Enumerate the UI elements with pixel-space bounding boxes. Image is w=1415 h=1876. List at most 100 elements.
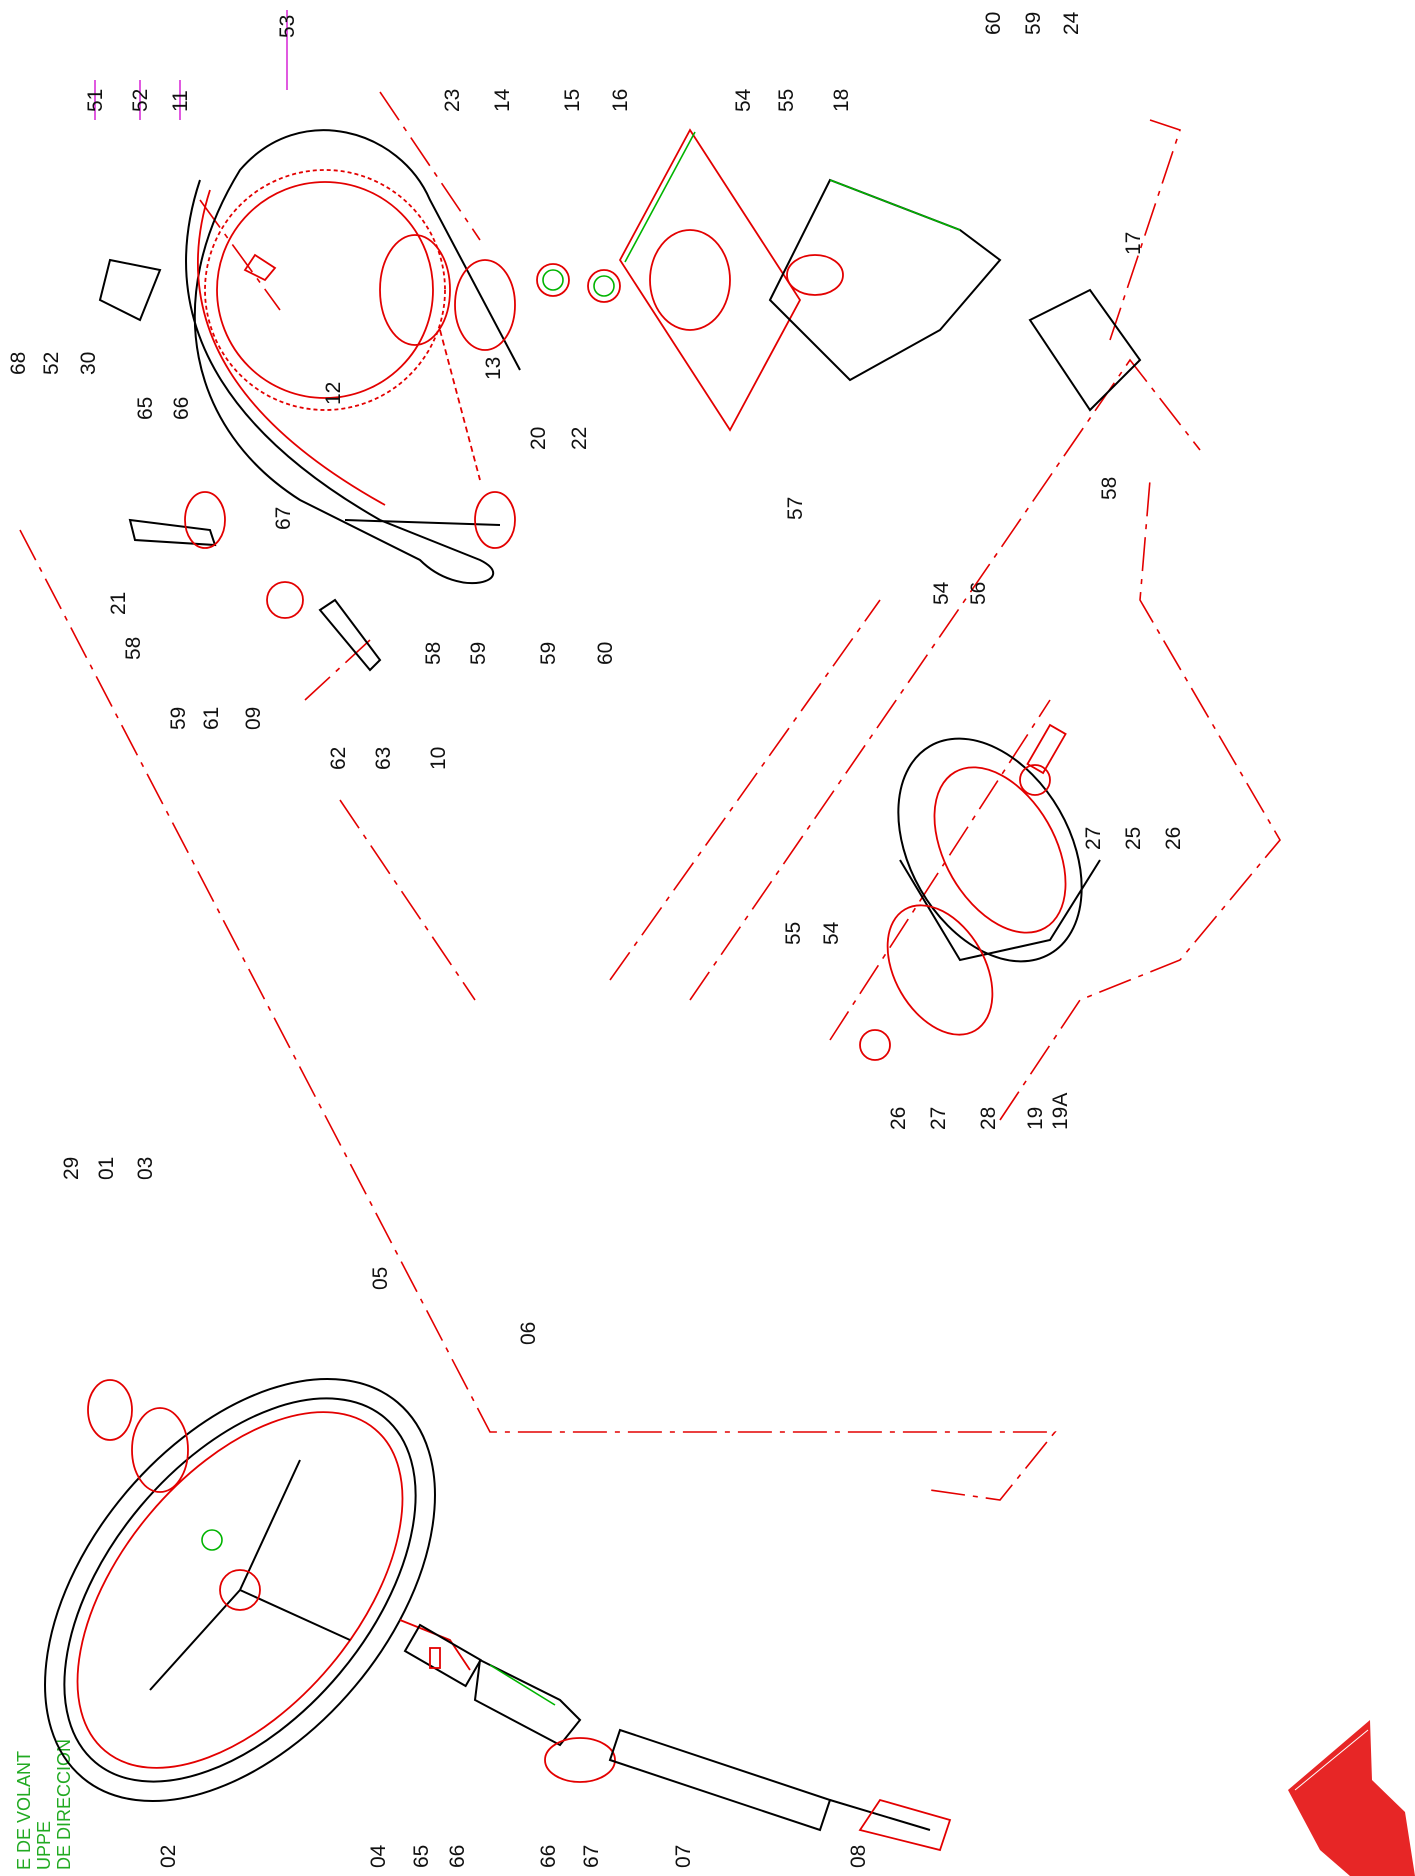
label-19a: 19A bbox=[1049, 1093, 1072, 1130]
label-59d: 59 bbox=[537, 642, 560, 665]
sprocket-12 bbox=[204, 169, 446, 411]
label-66b: 66 bbox=[446, 1845, 469, 1868]
label-19: 19 bbox=[1024, 1107, 1047, 1130]
label-61: 61 bbox=[200, 707, 223, 730]
label-58b: 58 bbox=[422, 642, 445, 665]
bearing-27b bbox=[859, 1029, 891, 1061]
label-10: 10 bbox=[427, 747, 450, 770]
label-66c: 66 bbox=[537, 1845, 560, 1868]
label-54c: 54 bbox=[820, 921, 843, 945]
hub-stack bbox=[379, 234, 621, 351]
u-joint-08 bbox=[858, 1798, 952, 1852]
label-63: 63 bbox=[372, 747, 395, 770]
label-20: 20 bbox=[527, 427, 550, 450]
label-06: 06 bbox=[517, 1322, 540, 1345]
label-60b: 60 bbox=[594, 642, 617, 665]
sprocket-09 bbox=[266, 581, 304, 619]
callouts: 53 51 52 11 23 14 15 16 54 55 18 60 59 2… bbox=[7, 10, 1185, 1868]
label-68: 68 bbox=[7, 352, 30, 375]
label-55a: 55 bbox=[775, 89, 798, 112]
label-17: 17 bbox=[1122, 232, 1145, 255]
arm-10 bbox=[318, 598, 382, 672]
label-15: 15 bbox=[561, 89, 584, 112]
mounting-plate bbox=[618, 128, 802, 432]
housing bbox=[768, 178, 1142, 412]
label-54b: 54 bbox=[930, 581, 953, 605]
label-67b: 67 bbox=[580, 1845, 603, 1868]
label-52b: 52 bbox=[40, 352, 63, 375]
label-26b: 26 bbox=[887, 1107, 910, 1130]
label-55b: 55 bbox=[782, 922, 805, 945]
label-58a: 58 bbox=[122, 637, 145, 660]
title-line-3: DE DIRECCION bbox=[54, 1739, 74, 1870]
label-27b: 27 bbox=[927, 1107, 950, 1130]
label-25: 25 bbox=[1122, 827, 1145, 850]
steering-wheel bbox=[44, 1378, 436, 1802]
label-22: 22 bbox=[568, 427, 591, 450]
label-56: 56 bbox=[967, 582, 990, 605]
hub-28 bbox=[886, 904, 994, 1036]
title-line-2: UPPE bbox=[34, 1821, 54, 1870]
steering-column bbox=[399, 1619, 952, 1852]
assembly-lines bbox=[19, 91, 1281, 1501]
label-65a: 65 bbox=[134, 397, 157, 420]
label-16: 16 bbox=[609, 89, 632, 112]
label-54a: 54 bbox=[732, 88, 755, 112]
cap-01 bbox=[131, 1407, 189, 1493]
label-59a: 59 bbox=[1022, 12, 1045, 35]
label-04: 04 bbox=[367, 1844, 390, 1868]
pulley-assembly bbox=[859, 723, 1101, 1061]
label-12: 12 bbox=[322, 382, 345, 405]
label-57: 57 bbox=[784, 497, 807, 520]
label-23: 23 bbox=[441, 89, 464, 112]
label-11: 11 bbox=[169, 90, 192, 112]
chain-13 bbox=[439, 329, 481, 481]
label-02: 02 bbox=[157, 1845, 180, 1868]
label-07: 07 bbox=[672, 1845, 695, 1868]
label-08: 08 bbox=[847, 1845, 870, 1868]
label-53: 53 bbox=[276, 15, 299, 38]
diagram-title: E DE VOLANT UPPE DE DIRECCION bbox=[14, 1739, 74, 1870]
flange-14 bbox=[454, 259, 516, 351]
label-51: 51 bbox=[84, 89, 107, 112]
hub-23 bbox=[379, 234, 451, 346]
spacer-25 bbox=[1026, 723, 1067, 775]
emblem-29 bbox=[87, 1379, 133, 1441]
label-26a: 26 bbox=[1162, 827, 1185, 850]
nut-03 bbox=[201, 1529, 223, 1551]
bracket-17 bbox=[1028, 288, 1142, 412]
label-59c: 59 bbox=[467, 642, 490, 665]
label-28: 28 bbox=[977, 1107, 1000, 1130]
chain-drive bbox=[98, 129, 521, 584]
label-30: 30 bbox=[77, 352, 100, 375]
label-27a: 27 bbox=[1082, 827, 1105, 850]
label-52a: 52 bbox=[129, 89, 152, 112]
flange-21 bbox=[184, 491, 226, 549]
label-67a: 67 bbox=[272, 507, 295, 530]
bearing-27a bbox=[1019, 764, 1051, 796]
label-14: 14 bbox=[491, 88, 514, 112]
flange-20 bbox=[474, 491, 516, 549]
label-58c: 58 bbox=[1098, 477, 1121, 500]
flange-06 bbox=[544, 1737, 616, 1783]
label-62: 62 bbox=[327, 747, 350, 770]
label-59b: 59 bbox=[167, 707, 190, 730]
title-line-1: E DE VOLANT bbox=[14, 1751, 34, 1870]
key-05 bbox=[429, 1647, 441, 1669]
label-01: 01 bbox=[95, 1157, 118, 1180]
label-21: 21 bbox=[107, 592, 130, 615]
label-03: 03 bbox=[134, 1157, 157, 1180]
brand-logo bbox=[1288, 1720, 1415, 1876]
label-05: 05 bbox=[369, 1267, 392, 1290]
label-65b: 65 bbox=[410, 1845, 433, 1868]
label-60a: 60 bbox=[982, 12, 1005, 35]
label-66a: 66 bbox=[170, 397, 193, 420]
label-18: 18 bbox=[830, 89, 853, 112]
shaft-assembly bbox=[128, 491, 516, 672]
label-29: 29 bbox=[60, 1157, 83, 1180]
label-13: 13 bbox=[482, 357, 505, 380]
bracket-30 bbox=[98, 258, 162, 322]
label-24: 24 bbox=[1060, 11, 1083, 35]
label-09: 09 bbox=[242, 707, 265, 730]
